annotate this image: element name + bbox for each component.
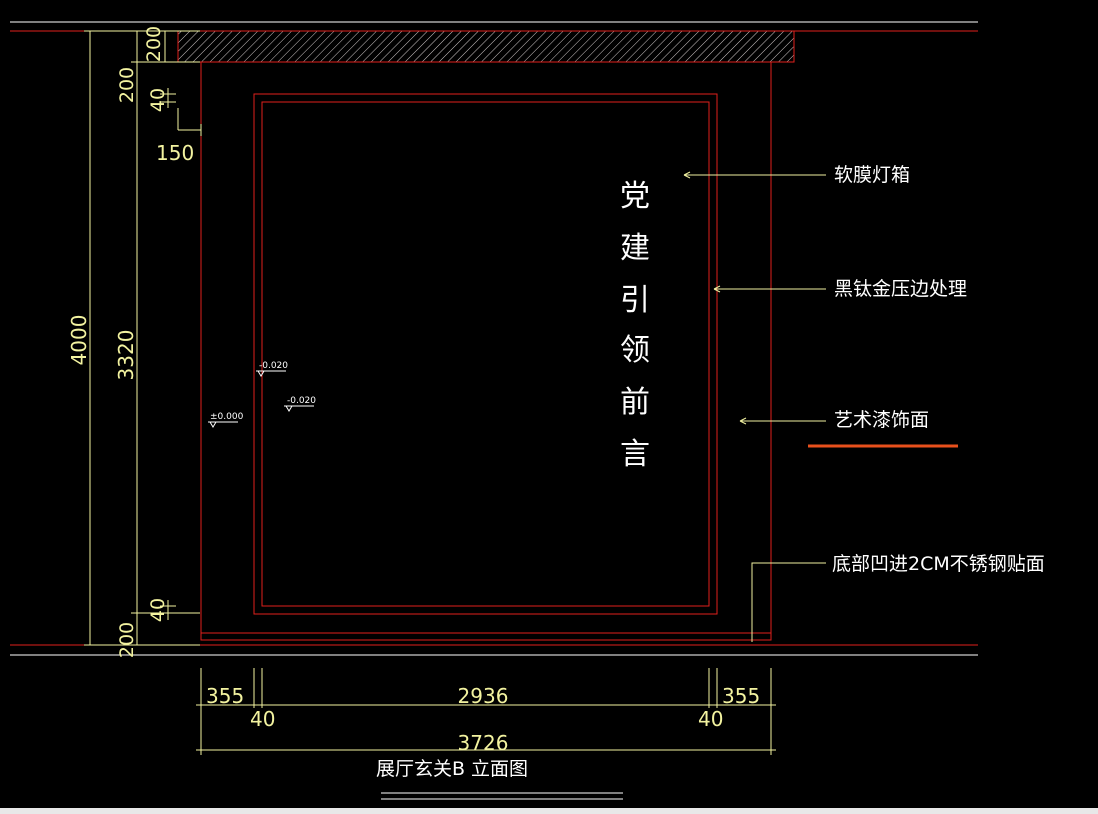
dim-offset-150: 150	[156, 141, 194, 165]
dim-left-inner: 3320	[114, 330, 138, 381]
elevation-marker-2: -0.020	[256, 361, 288, 377]
annotation-black-titanium: 黑钛金压边处理	[834, 278, 967, 300]
dim-bottom-40-left: 40	[250, 707, 275, 731]
vertical-char-1: 党	[620, 179, 650, 214]
elevation-text-2: -0.020	[259, 361, 288, 371]
vertical-char-3: 引	[620, 283, 650, 318]
leader-art-paint	[739, 417, 826, 425]
hatched-header	[177, 30, 795, 63]
left-dimension-chain	[84, 30, 202, 646]
bottom-dimension-chain	[196, 668, 776, 755]
annotation-soft-film: 软膜灯箱	[834, 164, 910, 186]
annotation-stainless: 底部凹进2CM不锈钢贴面	[832, 553, 1045, 575]
vertical-title: 党 建 引 领 前 言	[620, 179, 650, 472]
dim-bottom-total: 3726	[458, 731, 509, 755]
vertical-char-5: 前	[620, 385, 650, 420]
dim-bottom-40-right: 40	[698, 707, 723, 731]
lightbox-inner-frame	[261, 101, 710, 607]
bottom-status-strip	[0, 808, 1098, 814]
leader-soft-film	[683, 171, 826, 179]
elevation-text-1: ±0.000	[210, 412, 244, 422]
vertical-char-6: 言	[620, 437, 650, 472]
dim-inner-bottom-40: 40	[147, 598, 169, 622]
dim-left-total: 4000	[67, 315, 91, 366]
elevation-marker-3: -0.020	[284, 396, 316, 412]
dim-bottom-2936: 2936	[458, 684, 509, 708]
drawing-title: 展厅玄关B 立面图	[376, 758, 528, 780]
vertical-char-4: 领	[620, 333, 650, 368]
annotation-art-paint: 艺术漆饰面	[834, 409, 929, 431]
dim-inner-top-40: 40	[147, 88, 169, 112]
leader-stainless	[751, 562, 826, 642]
dim-inner-top-200: 200	[143, 26, 165, 62]
wall-outline	[200, 61, 772, 641]
elevation-marker-1: ±0.000	[208, 412, 244, 428]
dim-left-top: 200	[116, 67, 138, 103]
leader-black-titanium	[713, 285, 826, 293]
lightbox-outer-frame	[253, 93, 718, 615]
dim-left-bottom: 200	[116, 622, 138, 658]
floor-lines	[10, 644, 978, 656]
dim-bottom-355-left: 355	[206, 684, 244, 708]
dim-bottom-355-right: 355	[722, 684, 760, 708]
vertical-char-2: 建	[620, 231, 650, 266]
elevation-text-3: -0.020	[287, 396, 316, 406]
